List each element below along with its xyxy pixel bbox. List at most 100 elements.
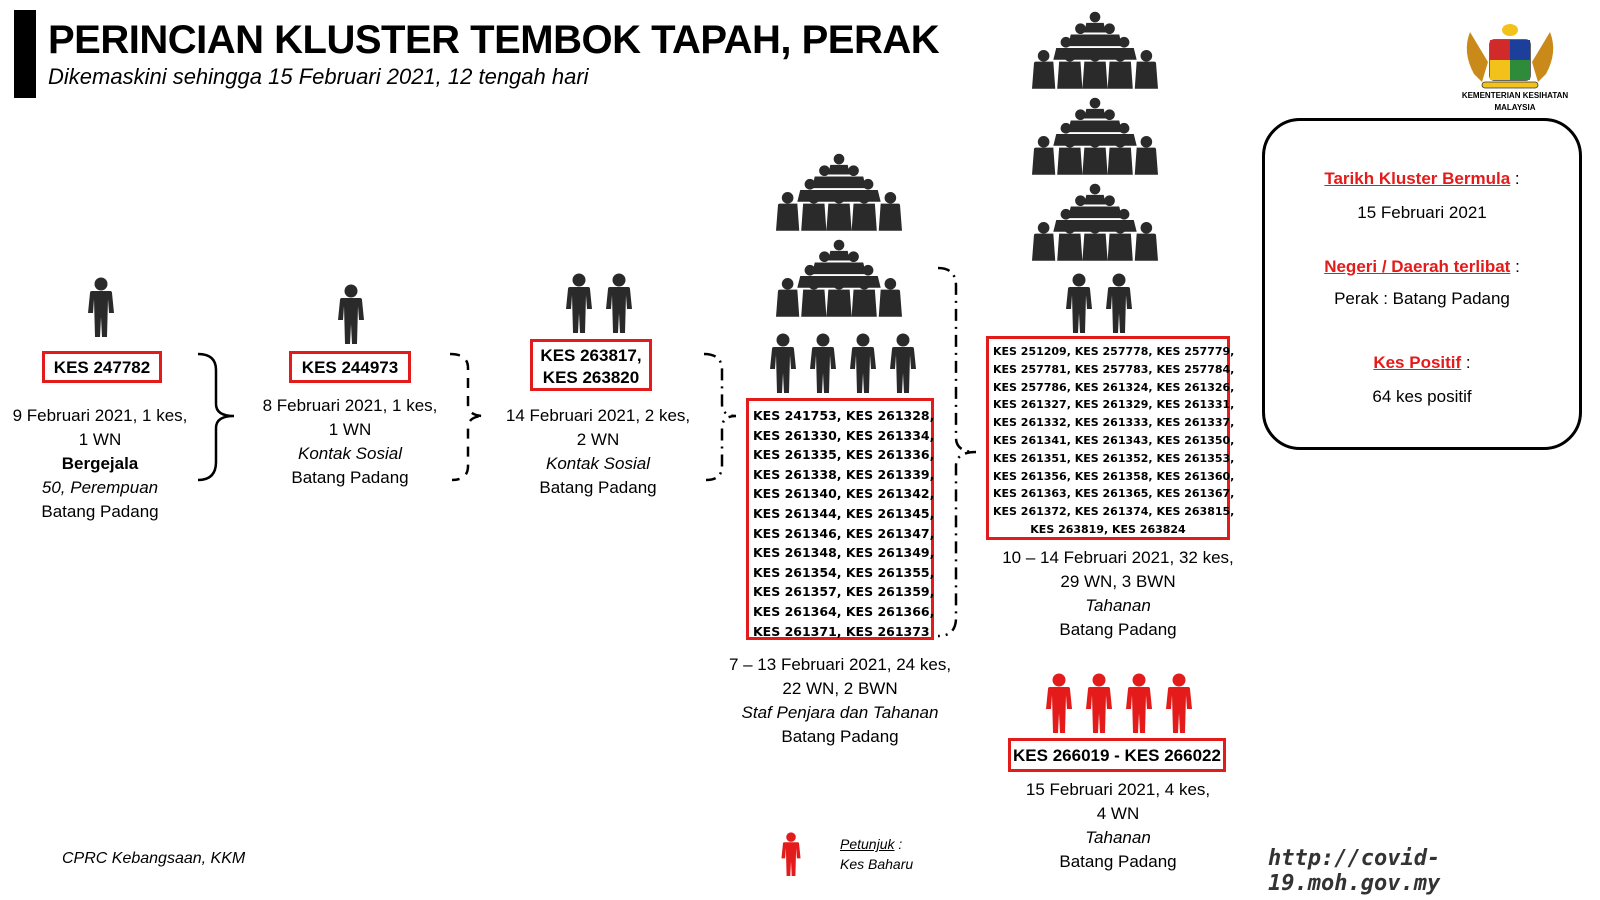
case-list-line: KES 261356, KES 261358, KES 261360, xyxy=(993,469,1235,483)
node4-line3: Staf Penjara dan Tahanan xyxy=(741,703,939,722)
start-date-value: 15 Februari 2021 xyxy=(1357,203,1487,222)
node5-line1: 10 – 14 Februari 2021, 32 kes, xyxy=(1002,548,1234,567)
person-icon xyxy=(88,277,114,337)
person-icon xyxy=(606,273,632,333)
title-accent-bar xyxy=(14,10,36,98)
start-date-colon: : xyxy=(1514,169,1520,188)
case-list-line: KES 261340, KES 261342, xyxy=(753,486,935,502)
case-list-line: KES 261363, KES 261365, KES 261367, xyxy=(993,487,1235,501)
legend: Petunjuk : Kes Baharu xyxy=(840,834,913,874)
state-colon: : xyxy=(1515,257,1520,276)
case-list-line: KES 261330, KES 261334, xyxy=(753,427,935,443)
page-title: PERINCIAN KLUSTER TEMBOK TAPAH, PERAK xyxy=(48,18,940,62)
new-case-person-icon xyxy=(1086,673,1112,733)
start-date-label: Tarikh Kluster Bermula xyxy=(1324,169,1511,188)
case-box-n3: KES 263817, KES 263820 xyxy=(530,339,652,391)
crowd-icon xyxy=(1032,97,1158,175)
node2-line4: Batang Padang xyxy=(291,468,409,487)
node4-line1: 7 – 13 Februari 2021, 24 kes, xyxy=(728,655,952,674)
node5-line3: Tahanan xyxy=(1085,596,1151,615)
person-icon xyxy=(1066,273,1092,333)
positive-label: Kes Positif xyxy=(1373,353,1462,372)
case-list-line: KES 261348, KES 261349, xyxy=(753,545,935,561)
state-label: Negeri / Daerah terlibat xyxy=(1324,257,1511,276)
brace-dashdot-1 xyxy=(703,352,737,482)
node6-description: 15 Februari 2021, 4 kes, 4 WN Tahanan Ba… xyxy=(1010,778,1226,874)
node5-description: 10 – 14 Februari 2021, 32 kes, 29 WN, 3 … xyxy=(990,546,1246,642)
node1-line3: Bergejala xyxy=(61,454,139,473)
case-list-line: KES 263819, KES 263824 xyxy=(1030,522,1186,536)
node5-line4: Batang Padang xyxy=(1059,620,1177,639)
case-list-line: KES 261346, KES 261347, xyxy=(753,525,935,541)
crowd-icon xyxy=(1032,11,1158,89)
case-list-line: KES 261354, KES 261355, xyxy=(753,564,935,580)
case-box-n1: KES 247782 xyxy=(42,351,162,383)
case-list-line: KES 257786, KES 261324, KES 261326, xyxy=(993,380,1235,394)
case-list-line: KES 241753, KES 261328, xyxy=(753,408,935,423)
person-icon xyxy=(810,333,836,393)
node4-description: 7 – 13 Februari 2021, 24 kes, 22 WN, 2 B… xyxy=(712,653,968,749)
page-subtitle: Dikemaskini sehingga 15 Februari 2021, 1… xyxy=(48,64,589,89)
case-list-line: KES 251209, KES 257778, KES 257779, xyxy=(993,345,1235,358)
case-list-line: KES 261371, KES 261373 xyxy=(753,623,930,639)
case-box-n2: KES 244973 xyxy=(289,351,411,383)
case-list-n4: KES 241753, KES 261328, KES 261330, KES 2… xyxy=(746,398,934,640)
case-list-n5: KES 251209, KES 257778, KES 257779, KES 2… xyxy=(986,336,1235,540)
case-list-line: KES 261344, KES 261345, xyxy=(753,505,935,521)
node2-description: 8 Februari 2021, 1 kes, 1 WN Kontak Sosi… xyxy=(250,394,450,490)
node3-line1: 14 Februari 2021, 2 kes, xyxy=(505,406,691,425)
ministry-name: KEMENTERIAN KESIHATAN MALAYSIA xyxy=(1440,90,1590,114)
crowd-icon xyxy=(1032,183,1158,261)
positive-value: 64 kes positif xyxy=(1372,387,1472,406)
person-icon xyxy=(566,273,592,333)
brace-solid xyxy=(197,352,235,482)
person-icon xyxy=(1106,273,1132,333)
node2-line2: 1 WN xyxy=(328,420,372,439)
case-list-line: KES 261372, KES 261374, KES 263815, xyxy=(993,505,1235,519)
crowd-icon xyxy=(776,153,902,231)
case-list-line: KES 261364, KES 261366, xyxy=(753,603,935,619)
person-icon xyxy=(770,333,796,393)
crowd-icon xyxy=(776,239,902,317)
node2-line3: Kontak Sosial xyxy=(298,444,402,463)
node1-line1: 9 Februari 2021, 1 kes, xyxy=(12,406,188,425)
node1-description: 9 Februari 2021, 1 kes, 1 WN Bergejala 5… xyxy=(0,404,200,524)
case-n3-1: KES 263817, xyxy=(540,346,642,365)
new-case-person-icon xyxy=(1166,673,1192,733)
state-label-row: Negeri / Daerah terlibat : xyxy=(1265,257,1579,277)
case-list-line: KES 257781, KES 257783, KES 257784, xyxy=(993,362,1235,376)
ministry-name-line1: KEMENTERIAN KESIHATAN xyxy=(1461,91,1569,100)
node4-line2: 22 WN, 2 BWN xyxy=(782,679,898,698)
node3-line2: 2 WN xyxy=(576,430,620,449)
case-list-line: KES 261357, KES 261359, xyxy=(753,584,935,600)
case-list-line: KES 261332, KES 261333, KES 261337, xyxy=(993,416,1235,430)
node6-line2: 4 WN xyxy=(1096,804,1140,823)
case-box-n6: KES 266019 - KES 266022 xyxy=(1008,738,1226,772)
node6-line3: Tahanan xyxy=(1085,828,1151,847)
source-credit: CPRC Kebangsaan, KKM xyxy=(62,850,246,867)
website-url[interactable]: http://covid-19.moh.gov.my xyxy=(1268,846,1441,896)
case-list-line: KES 261327, KES 261329, KES 261331, xyxy=(993,398,1235,412)
connectors xyxy=(197,266,977,638)
legend-person-icon xyxy=(781,832,801,876)
case-list-line: KES 261338, KES 261339, xyxy=(753,466,935,482)
node4-line4: Batang Padang xyxy=(781,727,899,746)
positive-label-row: Kes Positif : xyxy=(1265,353,1579,373)
node6-line4: Batang Padang xyxy=(1059,852,1177,871)
new-case-person-icon xyxy=(1126,673,1152,733)
node3-line3: Kontak Sosial xyxy=(546,454,650,473)
node1-line5: Batang Padang xyxy=(41,502,159,521)
legend-item: Kes Baharu xyxy=(840,856,914,872)
state-value: Perak : Batang Padang xyxy=(1334,289,1510,308)
legend-title-row: Petunjuk : xyxy=(840,834,913,854)
new-case-person-icon xyxy=(1046,673,1072,733)
legend-colon: : xyxy=(898,836,903,852)
node5-line2: 29 WN, 3 BWN xyxy=(1060,572,1176,591)
node6-line1: 15 Februari 2021, 4 kes, xyxy=(1025,780,1211,799)
legend-title: Petunjuk xyxy=(840,836,895,852)
node3-description: 14 Februari 2021, 2 kes, 2 WN Kontak Sos… xyxy=(490,404,706,500)
node2-line1: 8 Februari 2021, 1 kes, xyxy=(262,396,438,415)
node1-line2: 1 WN xyxy=(78,430,122,449)
positive-colon: : xyxy=(1465,353,1471,372)
